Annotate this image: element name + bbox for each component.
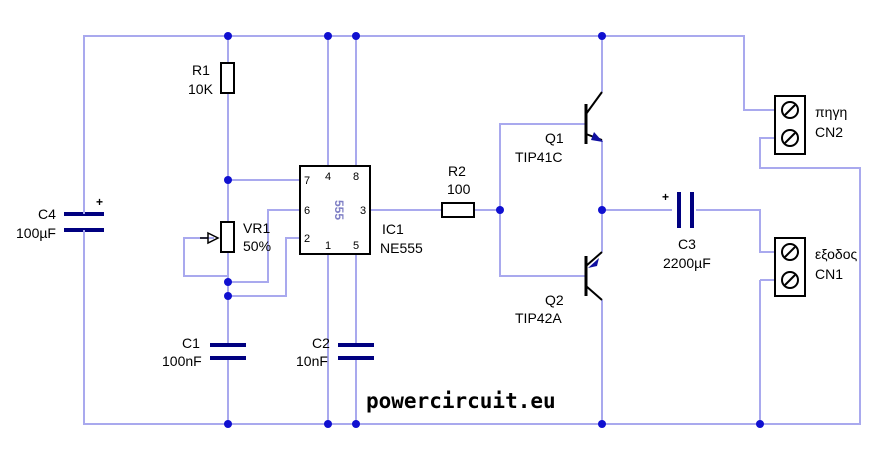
c1-value: 100nF: [162, 353, 202, 369]
pin-5-label: 5: [353, 240, 359, 252]
pin-4-label: 4: [325, 171, 331, 183]
c4-polarity: +: [96, 195, 103, 209]
pin-2-label: 2: [304, 233, 310, 245]
wires: [83, 35, 861, 425]
c4-value: 100µF: [16, 225, 56, 241]
c2-value: 10nF: [296, 353, 328, 369]
transistor-q1: Q1 TIP41C: [515, 91, 603, 165]
r2-ref: R2: [448, 163, 466, 179]
r1-ref: R1: [192, 62, 210, 78]
resistor-r2: R2 100: [441, 163, 475, 218]
cn1-value: εξοδος: [815, 246, 857, 262]
cn2-ref: CN2: [815, 124, 843, 140]
capacitor-c1: C1 100nF: [162, 335, 246, 369]
watermark: powercircuit.eu: [366, 389, 556, 413]
cn2-value: πηγη: [815, 104, 847, 120]
capacitor-c4: + C4 100µF: [16, 195, 104, 241]
ic1-value: NE555: [380, 240, 423, 256]
ic1-chip-label: 555: [332, 200, 346, 220]
q2-value: TIP42A: [515, 310, 562, 326]
q2-ref: Q2: [545, 292, 564, 308]
vr1-value: 50%: [243, 238, 271, 254]
c1-ref: C1: [182, 335, 200, 351]
junctions: [224, 32, 764, 428]
ic1-ref: IC1: [382, 221, 404, 237]
c4-ref: C4: [38, 206, 56, 222]
r2-value: 100: [447, 181, 471, 197]
ic1-555: 7 6 2 4 8 3 1 5 555 IC1 NE555: [299, 165, 423, 256]
c2-ref: C2: [312, 335, 330, 351]
cn1-ref: CN1: [815, 266, 843, 282]
r1-value: 10K: [188, 81, 214, 97]
transistor-q2: Q2 TIP42A: [515, 251, 603, 326]
pin-6-label: 6: [304, 205, 310, 217]
connector-cn2: πηγη CN2: [774, 95, 847, 155]
connector-cn1: εξοδος CN1: [774, 237, 857, 297]
capacitor-c3: + C3 2200µF: [662, 190, 711, 271]
potentiometer-vr1: VR1 50%: [200, 220, 271, 254]
pin-7-label: 7: [304, 175, 310, 187]
q1-value: TIP41C: [515, 149, 562, 165]
pin-1-label: 1: [325, 240, 331, 252]
vr1-ref: VR1: [243, 220, 270, 236]
pin-3-label: 3: [360, 205, 366, 217]
c3-polarity: +: [662, 190, 669, 204]
capacitor-c2: C2 10nF: [296, 335, 374, 369]
pin-8-label: 8: [353, 171, 359, 183]
q1-ref: Q1: [545, 130, 564, 146]
resistor-r1: R1 10K: [188, 62, 235, 97]
c3-ref: C3: [678, 236, 696, 252]
c3-value: 2200µF: [663, 255, 711, 271]
